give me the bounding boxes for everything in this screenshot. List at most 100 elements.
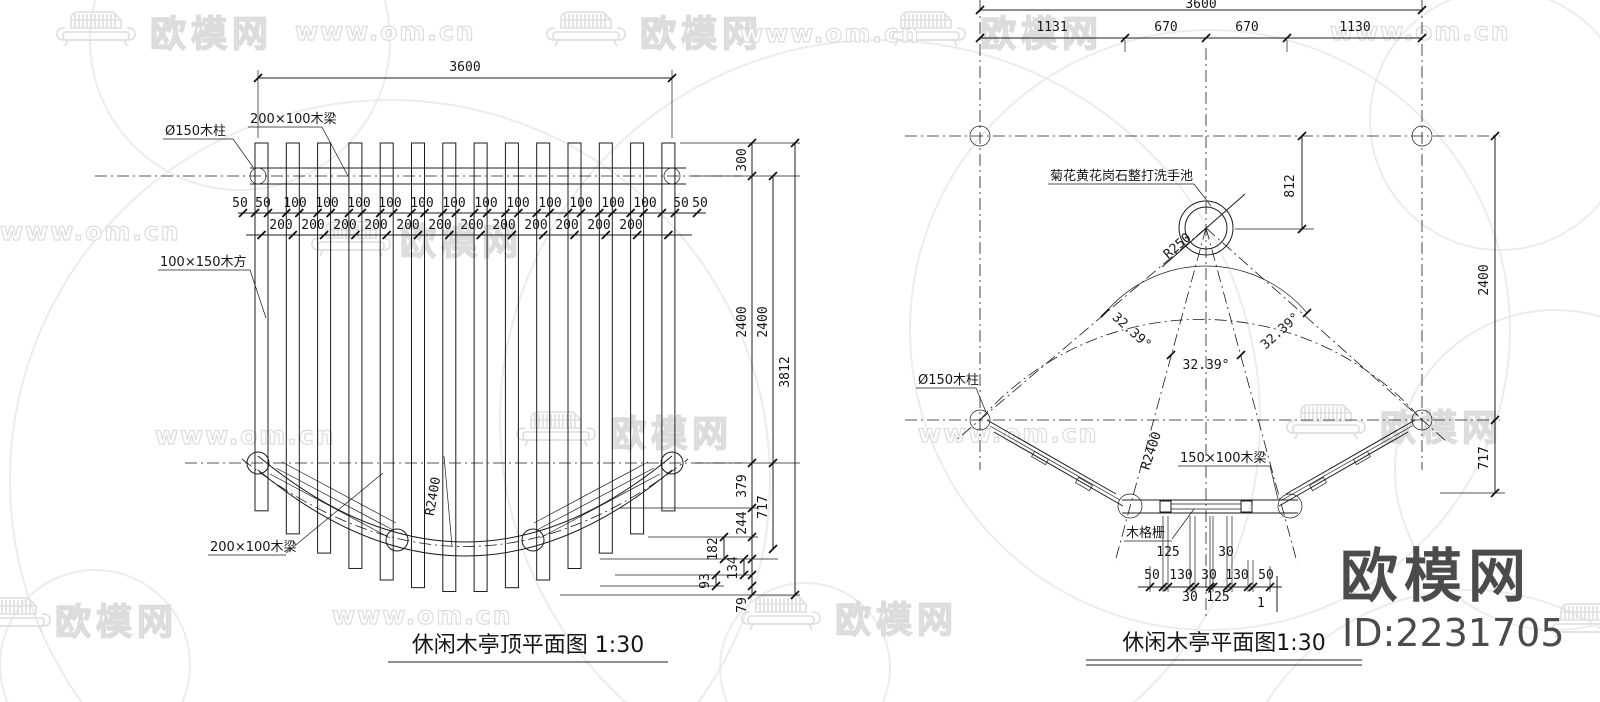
grille-label: 木格栅	[1126, 525, 1165, 541]
floor-bottom-dims: 125 30 50 130 30 130 50 30 125 1	[1138, 516, 1282, 612]
beam-label: 150×100木梁	[1180, 451, 1267, 466]
angle-label: 32.39°	[1109, 310, 1154, 353]
drawing-title: 休闲木亭顶平面图 1:30	[412, 633, 644, 658]
curved-beam-label: 200×100木梁	[210, 540, 297, 555]
watermark-url: www.om.cn	[1330, 17, 1511, 46]
dim-label: 2400	[756, 306, 771, 337]
post-circle	[663, 167, 681, 185]
dim-label: 1130	[1339, 20, 1370, 35]
watermark-brand: 欧模网	[150, 14, 273, 55]
dim-label: 200	[428, 218, 451, 233]
dim-label: 130	[1225, 568, 1248, 583]
beam-joint-circle	[385, 528, 409, 552]
beam-centerline-arc	[979, 318, 1423, 421]
sofa-icon	[1286, 404, 1366, 440]
watermark-brand: 欧模网	[1340, 542, 1532, 610]
dim-label: 30	[1182, 590, 1198, 605]
dim-label: 2400	[735, 306, 750, 337]
beam-joint-circle	[1277, 493, 1303, 519]
dim-label: 30	[1218, 545, 1234, 560]
angle-label: 32.39°	[1183, 358, 1230, 373]
dim-label: 100	[506, 196, 529, 211]
dim-label: 200	[587, 218, 610, 233]
site-id-watermark: 欧模网 ID:2231705	[1340, 542, 1565, 655]
roof-rafters	[254, 142, 676, 593]
fan-ray	[1205, 227, 1298, 563]
dim-label: 200	[333, 218, 356, 233]
dim-label: 670	[1154, 20, 1177, 35]
dim-label: 100	[538, 196, 561, 211]
beam-joint-circle	[1117, 493, 1143, 519]
dim-label: 2400	[1477, 264, 1492, 295]
dim-label: 100	[378, 196, 401, 211]
watermark-url: www.om.cn	[155, 421, 336, 450]
dim-label: 130	[1169, 568, 1192, 583]
post-circle	[249, 167, 267, 185]
fan-ray	[954, 227, 1207, 442]
watermark-url: www.om.cn	[918, 419, 1099, 448]
basin-radius-label: R250	[1161, 230, 1194, 262]
radius-label: R2400	[423, 476, 445, 517]
roof-right-dims: 300 2400 2400 3812 379 717 244 182 134 9…	[560, 138, 800, 613]
roof-rafter	[379, 142, 394, 581]
basin-outer-circle	[1178, 200, 1234, 256]
dim-label: 182	[706, 537, 721, 560]
dim-label: 379	[735, 474, 750, 497]
dim-label: 79	[735, 597, 750, 613]
column-circle	[969, 409, 991, 431]
roof-rafter	[598, 142, 613, 554]
watermark-id: ID:2231705	[1342, 611, 1565, 655]
roof-rafter	[442, 142, 457, 593]
dim-label: 100	[347, 196, 370, 211]
dim-label: 134	[726, 556, 741, 580]
watermark-url: www.om.cn	[295, 17, 476, 46]
dim-label: 200	[460, 218, 483, 233]
watermark-brand: 欧模网	[1380, 408, 1503, 449]
grille-slat	[1159, 500, 1172, 513]
watermark-brand: 欧模网	[640, 14, 763, 55]
watermark-url: www.om.cn	[0, 217, 181, 246]
watermark-brand: 欧模网	[400, 222, 523, 263]
watermark-brand: 欧模网	[980, 14, 1103, 55]
fan-ray	[1114, 227, 1207, 563]
dim-label: 244	[735, 511, 750, 535]
dim-label: 670	[1235, 20, 1258, 35]
basin-inner-circle	[1184, 206, 1228, 250]
roof-rafter	[661, 142, 676, 512]
sofa-icon	[516, 411, 596, 447]
roof-rafter	[348, 142, 363, 569]
radius-leader	[443, 455, 453, 547]
roof-rafter	[630, 142, 645, 535]
post-label: Ø150木柱	[165, 124, 226, 139]
dim-label: 125	[1206, 590, 1229, 605]
column-circle	[1411, 409, 1433, 431]
dim-label: 50	[232, 196, 248, 211]
dim-label: 30	[1201, 568, 1217, 583]
dim-label: 93	[698, 573, 713, 589]
roof-rafter	[411, 142, 425, 589]
watermark-brand: 欧模网	[610, 414, 733, 455]
column-circle	[1411, 125, 1433, 147]
watermark-url: www.om.cn	[740, 19, 921, 48]
dim-label: 200	[555, 218, 578, 233]
column-circle	[969, 125, 991, 147]
dim-label: 100	[442, 196, 465, 211]
roof-rafter	[536, 142, 551, 581]
roof-rafter	[285, 142, 300, 535]
dim-label: 100	[410, 196, 433, 211]
dim-label: 50	[692, 196, 708, 211]
dim-label: 717	[756, 495, 771, 518]
dim-label: 200	[619, 218, 642, 233]
sofa-icon	[56, 11, 136, 47]
watermark-brand: 欧模网	[835, 600, 958, 641]
dim-label: 200	[492, 218, 515, 233]
dim-label: 200	[524, 218, 547, 233]
dim-label: 200	[396, 218, 419, 233]
dim-label: 100	[283, 196, 306, 211]
dim-label: 717	[1477, 446, 1492, 469]
angle-arc	[1104, 265, 1308, 314]
floor-plan-drawing: 3600 1131 670 670 1130 R250 菊花黄花岗石整打洗手池 …	[905, 0, 1505, 666]
